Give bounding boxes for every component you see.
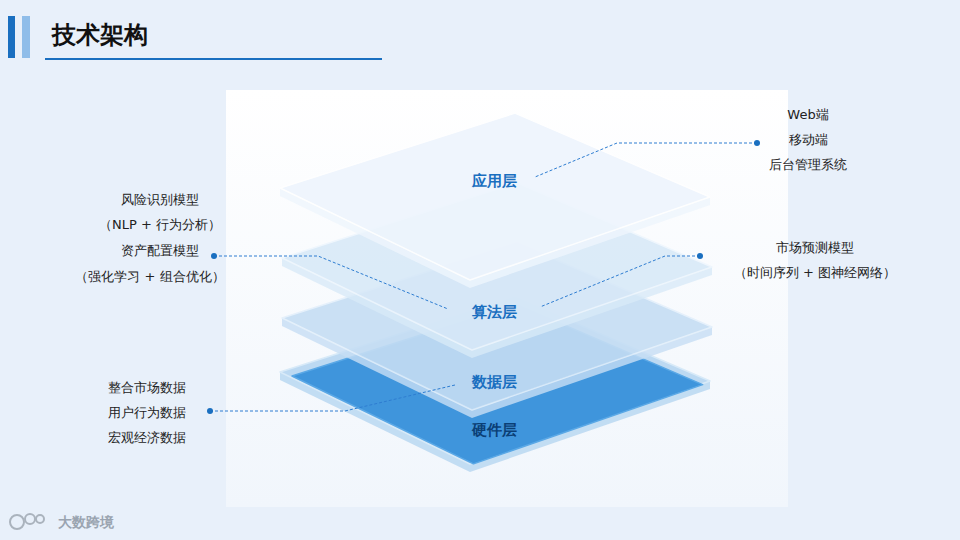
- callout-text: （NLP + 行为分析）: [99, 217, 221, 233]
- layer-label: 硬件层: [472, 421, 517, 439]
- callout-text: 资产配置模型: [121, 243, 199, 259]
- callout-text: 整合市场数据: [108, 380, 186, 396]
- title-underline: [45, 58, 382, 60]
- callout-text: 宏观经济数据: [108, 430, 186, 446]
- leader-dot: [207, 408, 213, 414]
- layer-plate: [280, 113, 710, 280]
- callout-text: （强化学习 + 组合优化）: [75, 269, 224, 285]
- layer-plates: [280, 113, 712, 472]
- logo: [10, 514, 44, 529]
- logo-mark: [10, 515, 24, 529]
- title-bar: [22, 16, 30, 58]
- layer-label: 数据层: [472, 373, 517, 391]
- callout-text: 后台管理系统: [769, 157, 847, 173]
- leader-dot: [697, 253, 703, 259]
- layer-label: 算法层: [472, 303, 517, 321]
- leader-line: [210, 385, 455, 411]
- callout-text: 移动端: [789, 132, 828, 148]
- callout-text: Web端: [787, 107, 828, 123]
- leader-line: [214, 256, 448, 309]
- panel: [226, 90, 788, 507]
- callout-text: 用户行为数据: [108, 405, 186, 421]
- page-title: 技术架构: [52, 21, 148, 50]
- watermark: 大数跨境: [58, 514, 114, 531]
- leader-dot: [754, 140, 760, 146]
- callout-text: （时间序列 + 图神经网络）: [734, 265, 896, 281]
- callout-text: 市场预测模型: [776, 240, 854, 256]
- leader-line: [535, 143, 757, 177]
- logo-mark: [25, 514, 35, 524]
- logo-mark: [36, 515, 44, 523]
- layer-label: 应用层: [472, 172, 517, 190]
- callout-text: 风险识别模型: [121, 192, 199, 208]
- leader-dot: [211, 253, 217, 259]
- leader-lines: [207, 140, 760, 414]
- leader-line: [540, 256, 700, 307]
- title-bar: [8, 16, 15, 58]
